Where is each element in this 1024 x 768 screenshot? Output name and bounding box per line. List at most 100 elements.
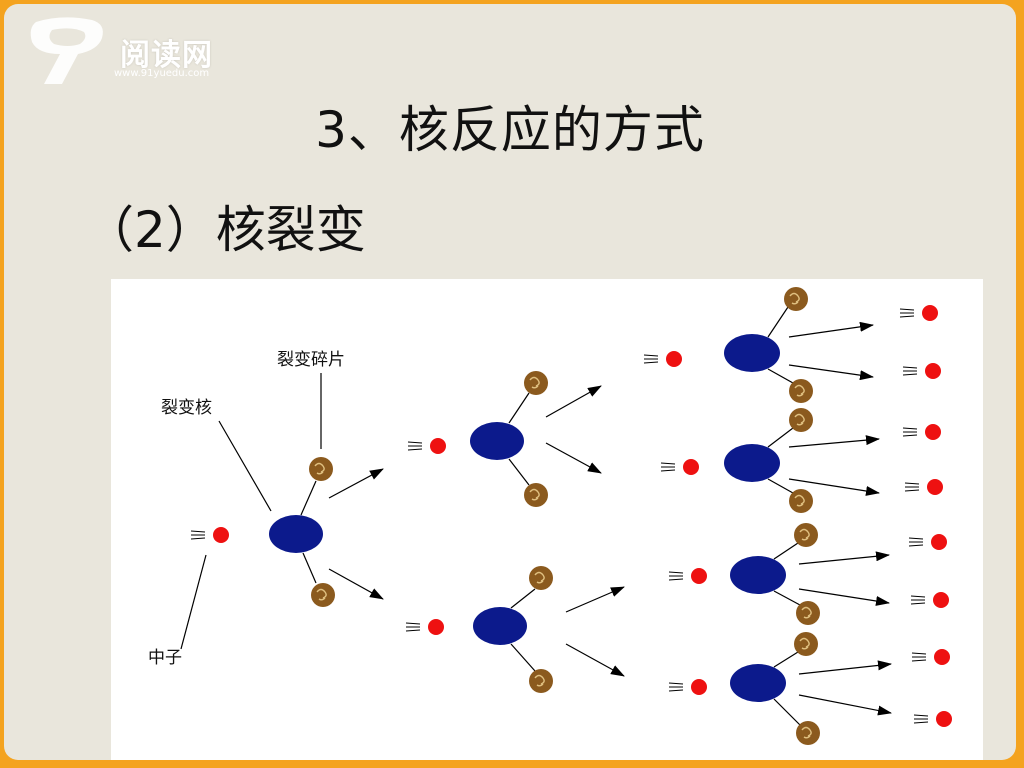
- connector-line: [773, 698, 801, 726]
- speed-line: [913, 721, 929, 724]
- speed-lines-icon: [902, 427, 918, 437]
- neutron: [933, 592, 949, 608]
- fission-fragment: [309, 457, 333, 481]
- neutron: [691, 568, 707, 584]
- speed-lines-icon: [902, 366, 918, 376]
- neutron: [683, 459, 699, 475]
- neutron-path-arrow: [788, 364, 874, 381]
- fissile-nucleus: [724, 444, 780, 482]
- speed-lines-icon: [643, 354, 659, 364]
- connector-line: [767, 478, 794, 494]
- connector-line: [302, 552, 317, 584]
- fissile-nucleus: [470, 422, 524, 460]
- neutron: [936, 711, 952, 727]
- label-fission-fragment: 裂变碎片: [277, 350, 345, 370]
- neutron: [927, 479, 943, 495]
- slide-subtitle: （2）核裂变: [84, 201, 366, 259]
- neutron-path-arrow: [798, 588, 890, 606]
- slide: 阅读网 www.91yuedu.com 3、核反应的方式 （2）核裂变 裂变碎片…: [4, 4, 1016, 760]
- fission-fragment: [524, 371, 548, 395]
- speed-line: [407, 448, 423, 451]
- fissile-nucleus: [730, 556, 786, 594]
- connector-line: [767, 306, 789, 338]
- speed-line: [405, 629, 421, 632]
- fragment-texture: [794, 413, 805, 426]
- speed-lines-icon: [668, 682, 684, 692]
- fissile-nucleus: [724, 334, 780, 372]
- speed-line: [911, 659, 927, 662]
- speed-lines-icon: [911, 652, 927, 662]
- speed-lines-icon: [904, 482, 920, 492]
- speed-line: [902, 427, 918, 430]
- leader-line-nucleus: [218, 420, 272, 512]
- speed-line: [902, 373, 918, 376]
- fragment-texture: [534, 571, 545, 584]
- leader-line-neutron: [180, 554, 207, 650]
- logo-9-icon: [30, 17, 103, 84]
- neutron: [925, 424, 941, 440]
- label-neutron: 中子: [148, 648, 182, 668]
- speed-line: [668, 682, 684, 685]
- connector-line: [510, 643, 536, 672]
- speed-line: [910, 602, 926, 605]
- speed-line: [899, 315, 915, 318]
- speed-line: [913, 714, 929, 717]
- site-logo[interactable]: 阅读网 www.91yuedu.com: [22, 14, 242, 86]
- neutron-path-arrow: [798, 660, 892, 675]
- fragment-texture: [794, 384, 805, 397]
- speed-line: [902, 434, 918, 437]
- neutron: [931, 534, 947, 550]
- neutron: [934, 649, 950, 665]
- fragment-texture: [316, 588, 327, 601]
- fission-fragment: [524, 483, 548, 507]
- speed-lines-icon: [908, 537, 924, 547]
- label-fission-nucleus: 裂变核: [161, 398, 212, 418]
- fissile-nucleus: [730, 664, 786, 702]
- fragment-texture: [799, 637, 810, 650]
- fission-fragment: [784, 287, 808, 311]
- logo-text: 阅读网: [120, 38, 213, 73]
- speed-lines-icon: [910, 595, 926, 605]
- fragment-texture: [314, 462, 325, 475]
- speed-lines-icon: [660, 462, 676, 472]
- neutron-path-arrow: [328, 568, 384, 600]
- connector-line: [773, 542, 799, 560]
- speed-line: [908, 537, 924, 540]
- neutron-path-arrow: [545, 442, 602, 474]
- fission-fragment: [311, 583, 335, 607]
- speed-line: [908, 544, 924, 547]
- neutron-path-arrow: [788, 435, 880, 448]
- neutron-path-arrow: [788, 478, 880, 496]
- speed-line: [190, 530, 206, 533]
- fission-chain-svg: 裂变碎片 裂变核 中子: [148, 287, 952, 745]
- fission-fragment: [796, 721, 820, 745]
- speed-line: [660, 469, 676, 472]
- fissile-nucleus: [473, 607, 527, 645]
- fragment-texture: [801, 606, 812, 619]
- neutron: [428, 619, 444, 635]
- fission-fragment: [794, 523, 818, 547]
- neutron-path-arrow: [565, 643, 625, 677]
- neutron-path-arrow: [788, 321, 874, 338]
- connector-line: [508, 392, 530, 424]
- fission-fragment: [796, 601, 820, 625]
- connector-line: [773, 651, 799, 668]
- speed-line: [910, 595, 926, 598]
- speed-line: [904, 489, 920, 492]
- speed-line: [902, 366, 918, 369]
- speed-line: [904, 482, 920, 485]
- neutron: [666, 351, 682, 367]
- speed-lines-icon: [405, 622, 421, 632]
- fission-fragment: [529, 669, 553, 693]
- speed-lines-icon: [899, 308, 915, 318]
- fragment-texture: [534, 674, 545, 687]
- fission-fragment: [789, 489, 813, 513]
- connector-line: [767, 427, 794, 448]
- speed-line: [668, 689, 684, 692]
- speed-line: [643, 361, 659, 364]
- neutron: [691, 679, 707, 695]
- speed-line: [660, 462, 676, 465]
- speed-line: [668, 578, 684, 581]
- fission-fragment: [789, 408, 813, 432]
- fission-fragment: [789, 379, 813, 403]
